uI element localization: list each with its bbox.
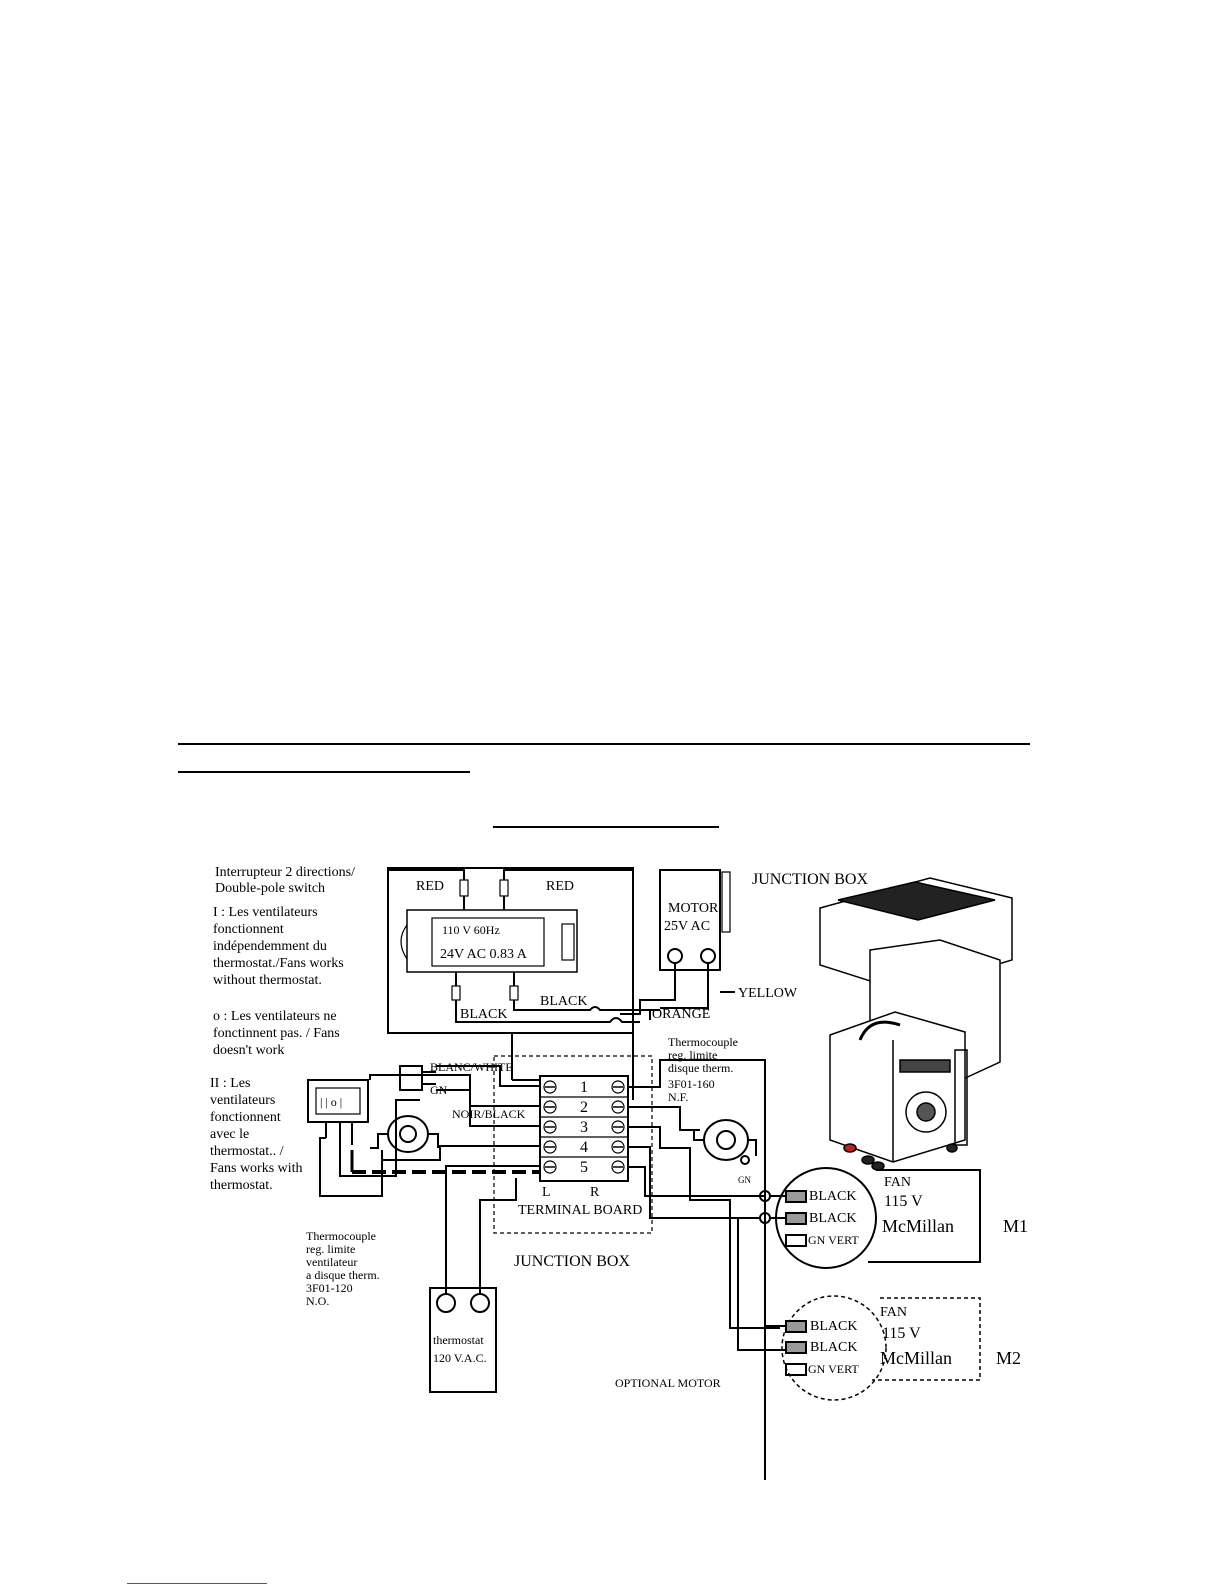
transformer-core [406,909,578,973]
black-right-label: BLACK [540,994,587,1009]
svg-text:N.F.: N.F. [668,1090,688,1104]
orange-label: ORANGE [652,1007,710,1022]
heading-rule-3 [493,826,719,828]
svg-text:McMillan: McMillan [882,1216,954,1236]
transformer-secondary-label: 24V AC 0.83 A [440,947,528,962]
svg-text:avec le: avec le [210,1127,249,1142]
junction-box-bottom-label: JUNCTION BOX [514,1253,630,1270]
junction-box-bottom [493,1055,653,1234]
svg-text:o : Les ventilateurs ne: o : Les ventilateurs ne [213,1009,337,1024]
svg-text:2: 2 [580,1099,588,1116]
svg-text:disque therm.: disque therm. [668,1061,733,1075]
svg-text:fonctionnent: fonctionnent [213,922,284,937]
switch-title-1: Interrupteur 2 directions/ [215,865,355,880]
svg-text:thermostat.. /: thermostat.. / [210,1144,284,1159]
svg-text:reg. limite: reg. limite [306,1242,355,1256]
motor-box [659,869,721,971]
svg-text:II : Les: II : Les [210,1076,250,1091]
svg-text:fonctionnent: fonctionnent [210,1110,281,1125]
svg-text:ventilateurs: ventilateurs [210,1093,275,1108]
thermostat-box [429,1287,497,1393]
svg-text:FAN: FAN [880,1305,907,1320]
optional-motor-label: OPTIONAL MOTOR [615,1376,721,1390]
svg-text:indépendemment du: indépendemment du [213,939,327,954]
svg-text:115 V: 115 V [882,1325,921,1342]
gn-label: GN [430,1083,448,1097]
yellow-label: YELLOW [738,986,798,1001]
svg-text:4: 4 [580,1139,588,1156]
svg-text:FAN: FAN [884,1175,911,1190]
red-right-label: RED [546,879,574,894]
gn-small-label: GN [738,1175,751,1185]
mode-ii-text: II : Les ventilateurs fonctionnent avec … [210,1076,303,1193]
mode-o-text: o : Les ventilateurs ne fonctinnent pas.… [213,1009,340,1058]
svg-text:GN VERT: GN VERT [808,1233,859,1247]
svg-text:Fans works with: Fans works with [210,1161,303,1176]
heading-rule-1 [178,743,1030,745]
svg-text:Thermocouple: Thermocouple [668,1035,738,1049]
fan-2-text: BLACK BLACK GN VERT FAN 115 V McMillan M… [808,1305,1021,1376]
thermocouple-left-text: Thermocouple reg. limite ventilateur a d… [306,1229,380,1308]
thermocouple-right-text: Thermocouple reg. limite disque therm. 3… [668,1035,738,1104]
motor-label-2: 25V AC [664,919,710,934]
terminal-board-label: TERMINAL BOARD [518,1203,642,1218]
junction-box-drawing [819,877,1013,1171]
svg-text:BLACK: BLACK [809,1189,856,1204]
svg-text:reg. limite: reg. limite [668,1048,717,1062]
svg-text:McMillan: McMillan [880,1348,952,1368]
svg-text:3F01-160: 3F01-160 [668,1077,715,1091]
heading-rule-2 [178,771,470,773]
svg-text:thermostat./Fans works: thermostat./Fans works [213,956,344,971]
svg-text:N.O.: N.O. [306,1294,329,1308]
svg-text:BLACK: BLACK [810,1340,857,1355]
transformer-primary-label: 110 V 60Hz [442,923,500,937]
motor-label-1: MOTOR [668,901,719,916]
terminal-l-label: L [542,1185,551,1200]
svg-text:GN VERT: GN VERT [808,1362,859,1376]
thermostat-label-1: thermostat [433,1333,484,1347]
fan-2-circle [781,1295,887,1401]
fan-1-text: BLACK BLACK GN VERT FAN 115 V McMillan M… [808,1175,1028,1247]
terminal-numbers: 1 2 3 4 5 [580,1079,588,1176]
blanc-white-label: BLANC/WHITE [430,1060,513,1074]
switch-title-2: Double-pole switch [215,881,325,896]
svg-text:M2: M2 [996,1348,1021,1368]
svg-text:doesn't work: doesn't work [213,1043,284,1058]
red-left-label: RED [416,879,444,894]
noir-black-label: NOIR/BLACK [452,1107,526,1121]
junction-box-top-label: JUNCTION BOX [752,871,868,888]
mode-i-text: I : Les ventilateurs fonctionnent indépe… [213,905,344,988]
svg-text:fonctinnent pas. / Fans: fonctinnent pas. / Fans [213,1026,340,1041]
svg-text:Thermocouple: Thermocouple [306,1229,376,1243]
svg-text:thermostat.: thermostat. [210,1178,273,1193]
black-left-label: BLACK [460,1007,507,1022]
svg-text:M1: M1 [1003,1216,1028,1236]
svg-text:1: 1 [580,1079,588,1096]
switch-face-label: | | o | [320,1095,342,1109]
svg-text:3: 3 [580,1119,588,1136]
svg-text:3F01-120: 3F01-120 [306,1281,353,1295]
svg-text:I : Les ventilateurs: I : Les ventilateurs [213,905,318,920]
thermostat-label-2: 120 V.A.C. [433,1351,487,1365]
terminal-board [539,1075,629,1182]
svg-text:BLACK: BLACK [810,1319,857,1334]
svg-text:115 V: 115 V [884,1193,923,1210]
terminal-r-label: R [590,1185,600,1200]
svg-text:ventilateur: ventilateur [306,1255,357,1269]
double-pole-switch [307,1079,369,1123]
svg-text:BLACK: BLACK [809,1211,856,1226]
svg-text:without thermostat.: without thermostat. [213,973,322,988]
footer-link-rule [127,1583,267,1584]
svg-text:5: 5 [580,1159,588,1176]
svg-text:a disque therm.: a disque therm. [306,1268,380,1282]
